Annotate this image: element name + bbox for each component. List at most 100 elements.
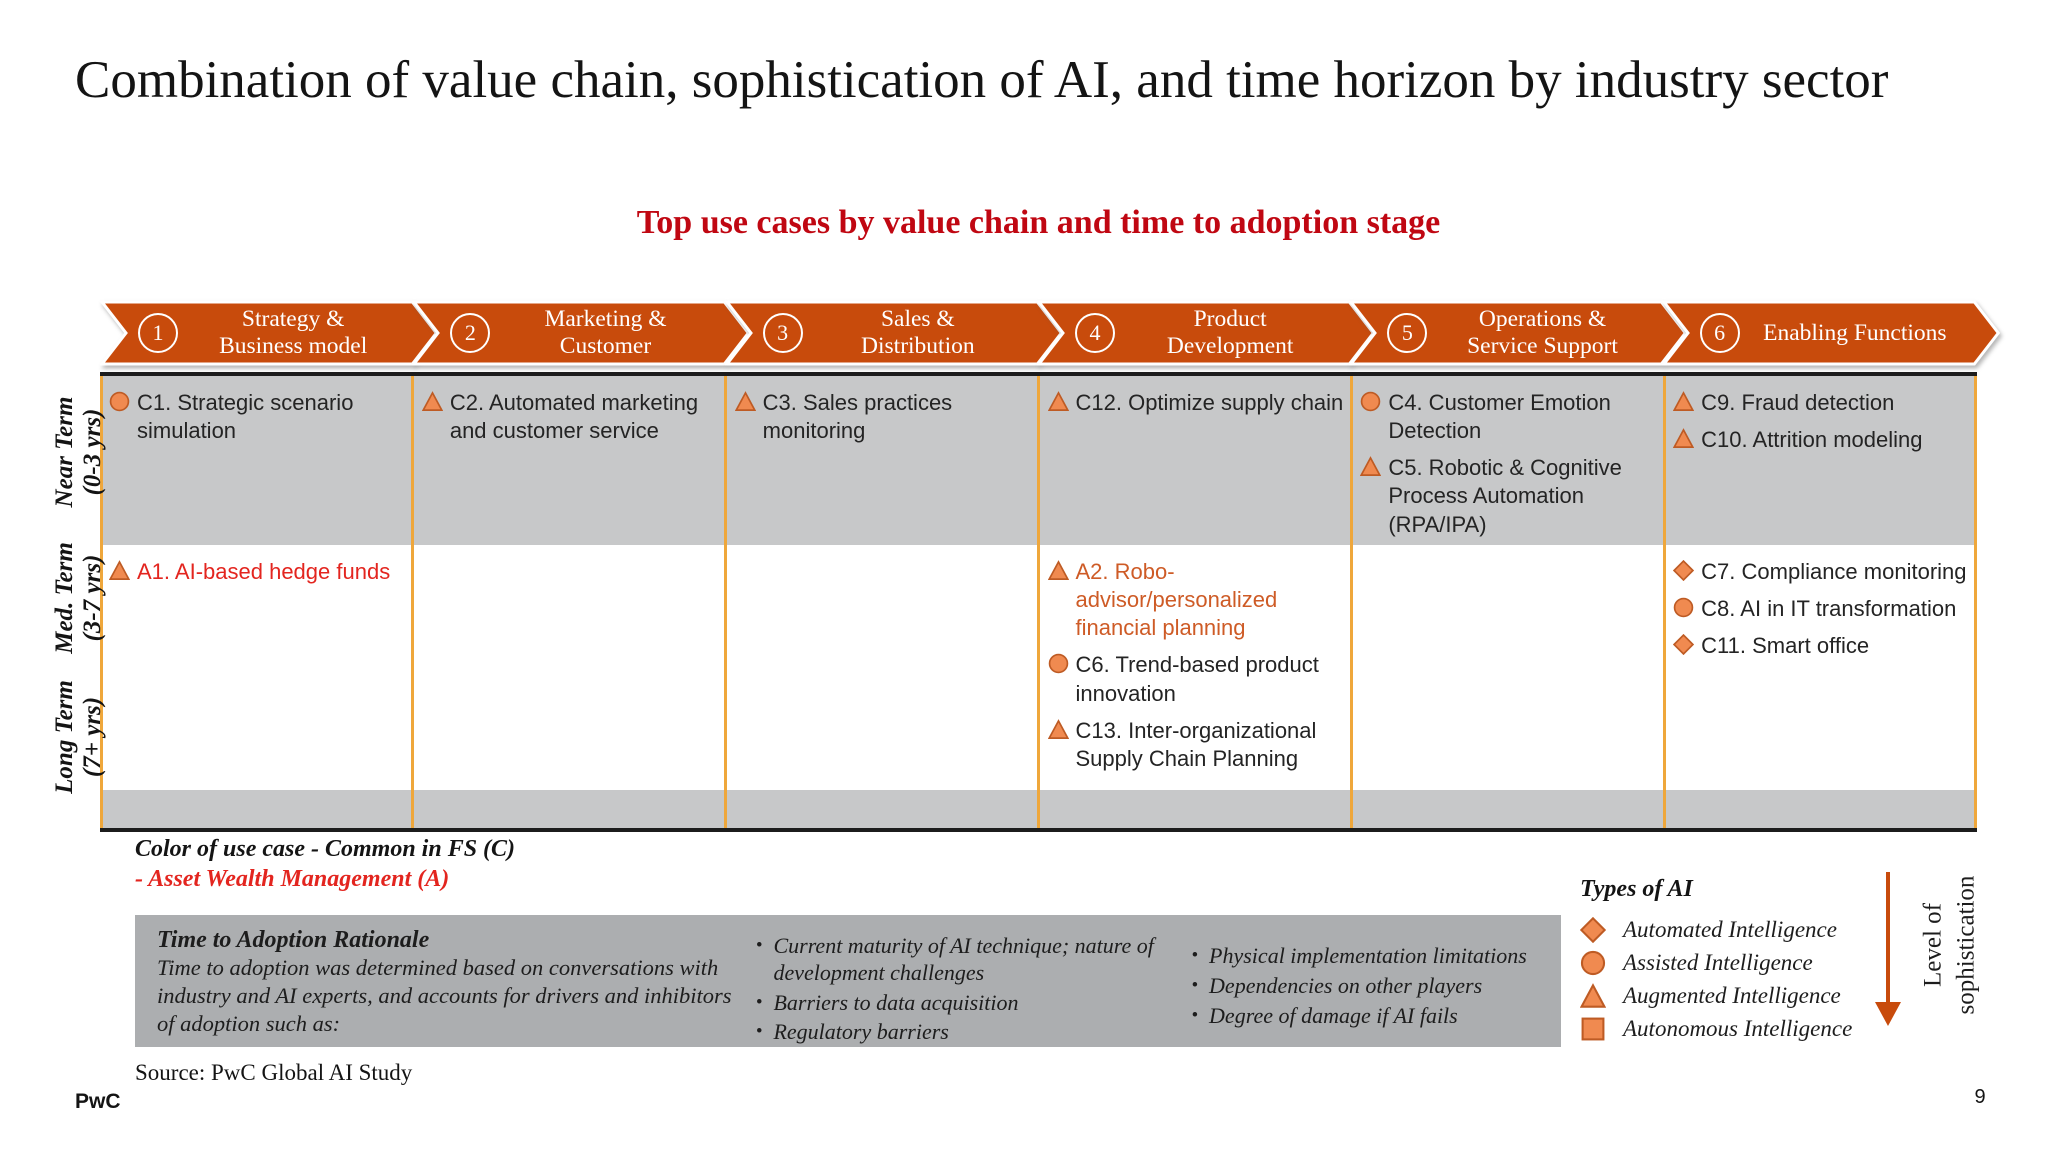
- rationale-bullets-column-2: Physical implementation limitationsDepen…: [1191, 927, 1545, 1037]
- diamond-icon: [1580, 917, 1606, 943]
- matrix-cell: [1351, 545, 1664, 790]
- matrix-cell: A1. AI-based hedge funds: [100, 545, 413, 790]
- rationale-bullet-text: Barriers to data acquisition: [773, 989, 1019, 1015]
- sophistication-axis-label: Level of sophistication: [1918, 876, 1983, 1015]
- rationale-bullet: Regulatory barriers: [756, 1019, 1178, 1046]
- step-number-badge: 5: [1387, 313, 1428, 353]
- page-title: Combination of value chain, sophisticati…: [75, 51, 1889, 109]
- use-case-item: C13. Inter-organizational Supply Chain P…: [1047, 717, 1344, 773]
- use-case-item: C9. Fraud detection: [1673, 389, 1969, 417]
- ai-type-item: Assisted Intelligence: [1580, 950, 1940, 976]
- ai-type-item: Automated Intelligence: [1580, 917, 1940, 943]
- rationale-bullets-column-1: Current maturity of AI technique; nature…: [756, 927, 1178, 1044]
- step-label: Marketing &Customer: [544, 306, 667, 359]
- use-case-label: C12. Optimize supply chain: [1075, 390, 1344, 415]
- rationale-bullet-text: Regulatory barriers: [773, 1019, 949, 1045]
- use-case-label: C8. AI in IT transformation: [1701, 596, 1957, 622]
- matrix-cell: C2. Automated marketing and customer ser…: [413, 376, 726, 545]
- use-case-label: C11. Smart office: [1701, 633, 1870, 659]
- ai-type-label: Assisted Intelligence: [1623, 950, 1813, 975]
- value-chain-step: 6 Enabling Functions: [1661, 300, 2000, 366]
- sophistication-arrow-line: [1886, 872, 1890, 1004]
- use-case-label: A1. AI-based hedge funds: [137, 559, 391, 584]
- matrix-cell: [413, 545, 726, 790]
- step-number-badge: 3: [762, 313, 803, 353]
- use-case-label: C3. Sales practices monitoring: [762, 390, 953, 444]
- rationale-text-column: Time to Adoption Rationale Time to adopt…: [157, 927, 742, 1037]
- step-number-badge: 4: [1075, 313, 1115, 353]
- grid-line: [724, 376, 728, 828]
- sophistication-label-line1: Level of: [1919, 903, 1947, 987]
- grid-line: [1974, 376, 1977, 828]
- rationale-title: Time to Adoption Rationale: [157, 927, 430, 953]
- triangle-icon: [1047, 391, 1069, 411]
- ai-type-label: Automated Intelligence: [1623, 917, 1837, 942]
- triangle-icon: [1580, 983, 1606, 1008]
- use-case-item: C1. Strategic scenario simulation: [109, 389, 405, 445]
- grid-line: [1349, 376, 1353, 828]
- triangle-icon: [1360, 456, 1382, 477]
- use-case-label: A2. Robo-advisor/personalized financial …: [1075, 559, 1278, 641]
- step-label: Enabling Functions: [1763, 319, 1947, 346]
- grid-line: [1037, 376, 1040, 828]
- use-case-label: C6. Trend-based product innovation: [1075, 652, 1319, 706]
- row-label: Long Term(7+ yrs): [51, 680, 106, 794]
- chevron-shape: [1661, 300, 2000, 366]
- circle-icon: [1673, 597, 1694, 618]
- rationale-bullet-text: Degree of damage if AI fails: [1209, 1002, 1458, 1028]
- circle-icon: [1580, 950, 1606, 976]
- grid-line: [411, 376, 415, 828]
- step-number-badge: 1: [138, 313, 178, 353]
- triangle-icon: [421, 391, 443, 411]
- matrix-cell: A2. Robo-advisor/personalized financial …: [1039, 545, 1352, 790]
- grid-line: [100, 376, 103, 828]
- row-label: Near Term(0-3 yrs): [51, 396, 106, 508]
- slide-subtitle: Top use cases by value chain and time to…: [636, 204, 1441, 241]
- ai-type-item: Autonomous Intelligence: [1580, 1016, 1940, 1042]
- chevron-shape: [1349, 300, 1688, 366]
- matrix-cell: [726, 545, 1039, 790]
- matrix-cell: C3. Sales practices monitoring: [726, 376, 1039, 545]
- use-case-item: A2. Robo-advisor/personalized financial …: [1047, 558, 1344, 642]
- step-label: Strategy &Business model: [219, 306, 368, 359]
- rationale-bullet-text: Physical implementation limitations: [1209, 943, 1527, 968]
- matrix-cell: C1. Strategic scenario simulation: [100, 376, 413, 545]
- use-case-item: A1. AI-based hedge funds: [109, 558, 405, 586]
- step-content: 1 Strategy &Business model: [100, 300, 438, 366]
- use-case-item: C11. Smart office: [1673, 632, 1969, 660]
- ai-type-label: Autonomous Intelligence: [1623, 1016, 1853, 1041]
- grid-line: [1662, 376, 1666, 828]
- triangle-icon: [1047, 560, 1069, 580]
- triangle-icon: [734, 391, 756, 411]
- use-case-label: C5. Robotic & Cognitive Process Automati…: [1388, 455, 1622, 537]
- rationale-bullet: Current maturity of AI technique; nature…: [756, 933, 1178, 987]
- types-of-ai-title: Types of AI: [1580, 876, 1693, 902]
- rationale-bullet: Degree of damage if AI fails: [1191, 1003, 1545, 1030]
- step-number-badge: 6: [1699, 313, 1740, 353]
- source-note: Source: PwC Global AI Study: [135, 1060, 413, 1085]
- sophistication-label-line2: sophistication: [1952, 875, 1979, 1015]
- use-case-label: C9. Fraud detection: [1701, 390, 1895, 415]
- use-case-item: C5. Robotic & Cognitive Process Automati…: [1360, 454, 1656, 538]
- use-case-item: C4. Customer Emotion Detection: [1360, 389, 1656, 445]
- ai-type-item: Augmented Intelligence: [1580, 983, 1940, 1009]
- value-chain-step: 5 Operations &Service Support: [1349, 300, 1688, 366]
- step-content: 6 Enabling Functions: [1662, 300, 2000, 366]
- chevron-shape: [100, 300, 439, 366]
- row-label: Med. Term(3-7 yrs): [51, 542, 106, 654]
- square-icon: [1581, 1017, 1605, 1041]
- use-case-item: C3. Sales practices monitoring: [734, 389, 1031, 445]
- circle-icon: [1048, 654, 1068, 674]
- use-case-label: C10. Attrition modeling: [1701, 427, 1923, 453]
- step-label: Operations &Service Support: [1467, 306, 1618, 359]
- use-case-item: C6. Trend-based product innovation: [1048, 651, 1344, 707]
